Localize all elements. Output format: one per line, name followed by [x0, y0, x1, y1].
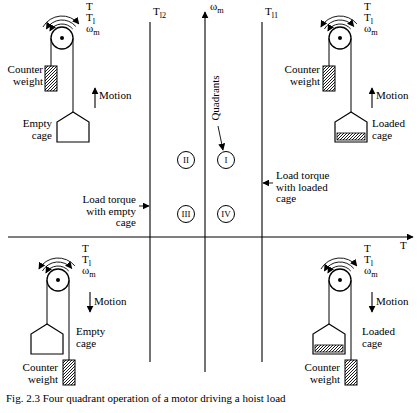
- label: Motion: [94, 296, 126, 308]
- rotation-arrow: [328, 266, 351, 273]
- quadrant-number: III: [182, 210, 191, 219]
- quadrant-circle: IV: [217, 205, 235, 223]
- pulley: [51, 27, 73, 49]
- torque-axis: [8, 236, 413, 237]
- pulley: [329, 27, 351, 49]
- subscript: l2: [160, 11, 166, 20]
- label: Empty cage: [10, 118, 52, 141]
- subscript: m: [371, 28, 377, 37]
- label: Tl: [86, 12, 95, 24]
- subscript: m: [371, 270, 377, 279]
- pulley-axle: [338, 278, 342, 282]
- counter-weight: [345, 360, 357, 385]
- label: T: [82, 243, 89, 255]
- cage-load: [337, 133, 365, 140]
- rotation-arrow: [321, 258, 357, 269]
- label: Loaded cage: [362, 326, 412, 349]
- subscript: m: [93, 28, 99, 37]
- label: Counter weight: [276, 64, 320, 87]
- counter-weight: [63, 360, 75, 385]
- pulley: [329, 269, 351, 291]
- cage-load: [315, 345, 343, 352]
- rope: [329, 280, 330, 324]
- label: Quadrants: [210, 75, 222, 120]
- quadrant-circle: II: [177, 151, 195, 169]
- motion-arrow: [94, 88, 95, 108]
- label: Tl: [82, 254, 91, 266]
- label: T: [364, 1, 371, 13]
- label: Tl: [364, 254, 373, 266]
- rope: [73, 38, 74, 112]
- motion-arrow: [371, 292, 372, 312]
- label: Motion: [376, 90, 408, 102]
- quadrant-number: IV: [221, 210, 231, 219]
- label: Load torque with empty cage: [78, 194, 136, 229]
- load-torque-line: [149, 22, 150, 362]
- rotation-arrow: [328, 24, 351, 31]
- label: ωm: [364, 265, 378, 277]
- leader-arrow: [139, 206, 149, 207]
- cage: [31, 324, 63, 354]
- label: Counter weight: [10, 362, 58, 385]
- label: ωm: [82, 265, 96, 277]
- load-torque-line: [261, 22, 262, 362]
- label: Loaded cage: [372, 118, 414, 141]
- label: ωm: [210, 1, 224, 13]
- rope: [47, 280, 48, 324]
- rotation-arrow: [46, 266, 69, 273]
- pulley: [47, 269, 69, 291]
- label: Tl2: [153, 6, 166, 18]
- cage: [335, 112, 367, 142]
- subscript: m: [217, 6, 223, 15]
- motion-arrow: [89, 292, 90, 312]
- cage: [57, 112, 89, 142]
- label: ωm: [86, 23, 100, 35]
- leader-arrow: [218, 126, 223, 150]
- label: Counter weight: [290, 362, 340, 385]
- counter-weight: [45, 66, 57, 91]
- rotation-arrow: [43, 16, 79, 27]
- rope: [69, 280, 70, 360]
- rotation-arrow: [39, 258, 75, 269]
- label: Counter weight: [2, 64, 43, 87]
- quadrant-number: I: [225, 156, 228, 165]
- label: Load torque with loaded cage: [276, 170, 340, 205]
- label: Tl: [364, 12, 373, 24]
- pulley-axle: [60, 36, 64, 40]
- quadrant-circle: I: [217, 151, 235, 169]
- leader-arrow: [263, 183, 273, 184]
- rope: [351, 280, 352, 360]
- rotation-arrow: [321, 16, 357, 27]
- label: T: [364, 243, 371, 255]
- label: T: [86, 1, 93, 13]
- rotation-arrow: [50, 24, 73, 31]
- label: Empty cage: [76, 326, 118, 349]
- speed-axis: [204, 12, 205, 372]
- label: ωm: [364, 23, 378, 35]
- label: T: [400, 240, 407, 252]
- subscript: l1: [272, 11, 278, 20]
- quadrant-number: II: [183, 156, 189, 165]
- pulley-axle: [338, 36, 342, 40]
- cage: [313, 324, 345, 354]
- counter-weight: [323, 66, 335, 91]
- label: Motion: [376, 296, 408, 308]
- quadrant-circle: III: [177, 205, 195, 223]
- motion-arrow: [371, 88, 372, 108]
- rope: [351, 38, 352, 112]
- pulley-axle: [56, 278, 60, 282]
- subscript: m: [89, 270, 95, 279]
- label: Motion: [99, 90, 131, 102]
- label: Tl1: [265, 6, 278, 18]
- figure-caption: Fig. 2.3 Four quadrant operation of a mo…: [6, 392, 414, 404]
